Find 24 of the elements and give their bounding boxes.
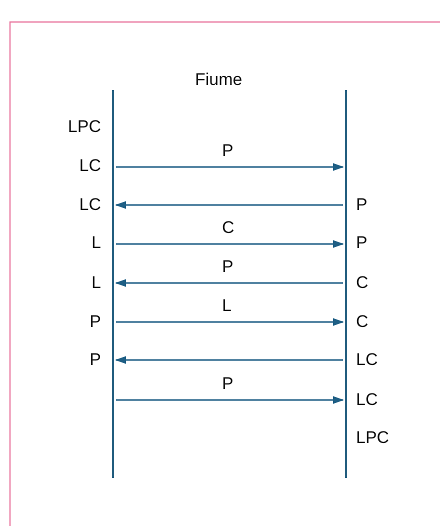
arrow	[114, 201, 343, 209]
arrow	[116, 163, 344, 171]
state-label: C	[356, 312, 368, 332]
state-label: LC	[79, 156, 101, 176]
state-label: LC	[356, 390, 378, 410]
riverbank-line	[345, 90, 347, 478]
arrow	[116, 240, 344, 248]
state-label: LC	[79, 195, 101, 215]
arrow	[116, 396, 344, 404]
state-label: P	[356, 195, 368, 215]
riverbank-line	[112, 90, 114, 478]
state-label: P	[356, 233, 368, 253]
arrow	[114, 356, 343, 364]
state-label: P	[90, 350, 101, 370]
state-label: LPC	[68, 117, 101, 137]
state-label: L	[92, 233, 101, 253]
state-label: C	[356, 273, 368, 293]
state-label: L	[92, 273, 101, 293]
state-label: LPC	[356, 428, 390, 448]
diagram-title: Fiume	[195, 70, 242, 90]
state-label: P	[90, 312, 101, 332]
arrow	[114, 279, 343, 287]
arrow	[116, 318, 344, 326]
state-label: LC	[356, 350, 378, 370]
